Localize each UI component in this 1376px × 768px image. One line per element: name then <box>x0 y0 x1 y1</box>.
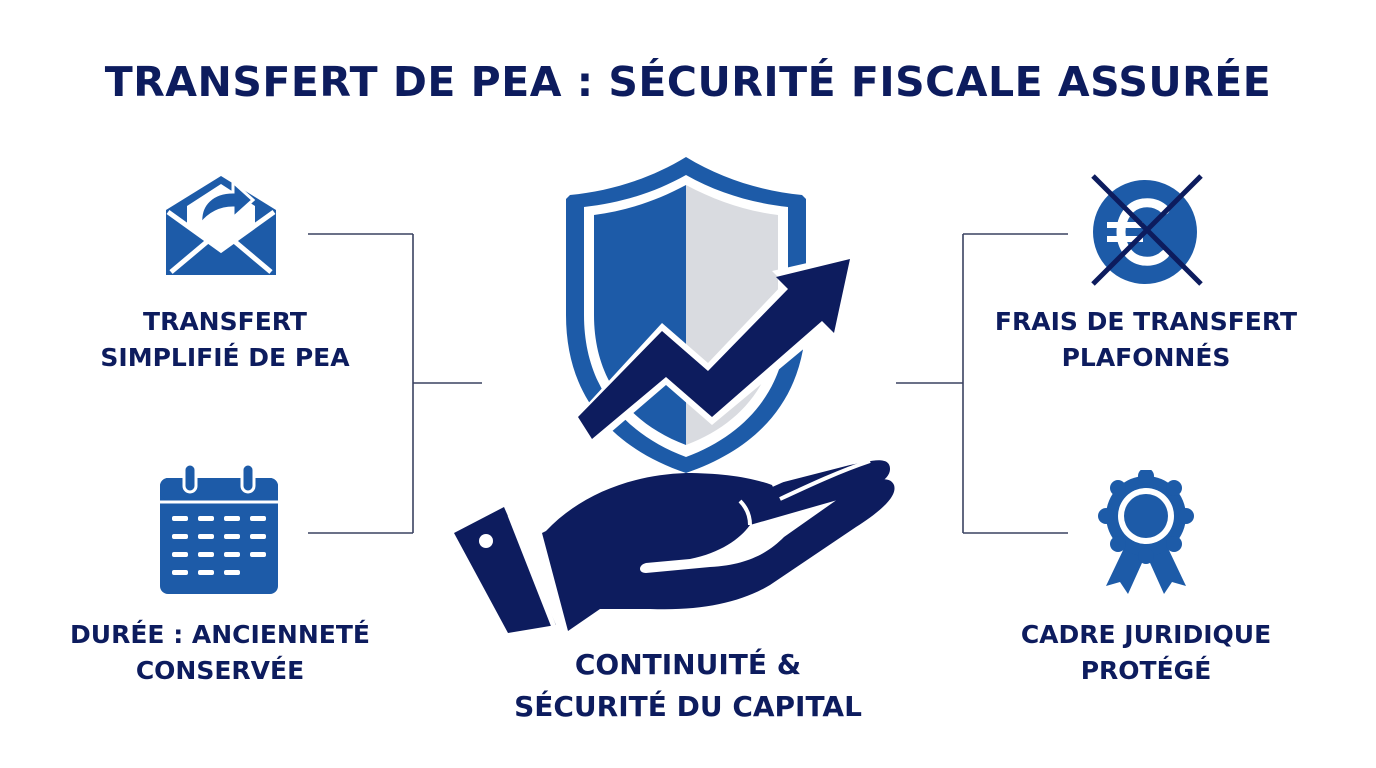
fees-label: FRAIS DE TRANSFERT PLAFONNÉS <box>966 304 1326 376</box>
duration-label-line2: CONSERVÉE <box>135 656 305 685</box>
fees-label-line2: PLAFONNÉS <box>1061 343 1231 372</box>
envelope-transfer-icon <box>166 176 276 275</box>
continuity-label-line1: CONTINUITÉ & <box>574 648 802 681</box>
legal-label-line2: PROTÉGÉ <box>1080 656 1212 685</box>
continuity-label-line2: SÉCURITÉ DU CAPITAL <box>514 690 862 723</box>
transfer-label-line1: TRANSFERT <box>143 307 307 336</box>
euro-crossed-icon <box>1091 174 1203 286</box>
duration-label: DURÉE : ANCIENNETÉ CONSERVÉE <box>40 617 400 689</box>
calendar-icon <box>160 462 278 594</box>
duration-label-line1: DURÉE : ANCIENNETÉ <box>70 620 370 649</box>
legal-label-line1: CADRE JURIDIQUE <box>1020 620 1272 649</box>
continuity-label: CONTINUITÉ & SÉCURITÉ DU CAPITAL <box>488 644 888 728</box>
transfer-label-line2: SIMPLIFIÉ DE PEA <box>100 343 350 372</box>
shield-growth-hand-icon <box>454 157 895 633</box>
award-rosette-icon <box>1098 470 1194 594</box>
page-title: TRANSFERT DE PEA : SÉCURITÉ FISCALE ASSU… <box>104 58 1272 106</box>
transfer-label: TRANSFERT SIMPLIFIÉ DE PEA <box>85 304 365 376</box>
fees-label-line1: FRAIS DE TRANSFERT <box>994 307 1298 336</box>
legal-label: CADRE JURIDIQUE PROTÉGÉ <box>966 617 1326 689</box>
